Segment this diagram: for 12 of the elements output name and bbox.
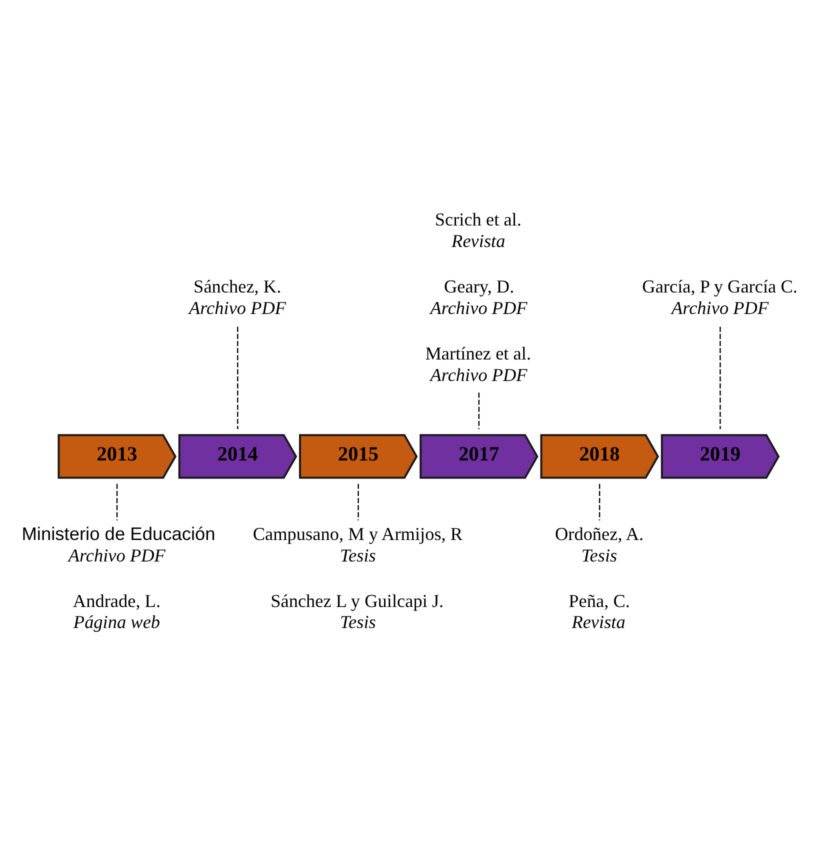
node-text: García, P y García C. Archivo PDF bbox=[642, 276, 798, 318]
node-text: Sánchez, K. Archivo PDF bbox=[189, 276, 286, 318]
node-text: Ordoñez, A. Tesis Peña, C. Revista bbox=[554, 523, 644, 632]
connector bbox=[720, 326, 721, 429]
connector bbox=[478, 392, 480, 429]
node-text: Campusano, M y Armijos, R Tesis Sánchez L y Guilcapi J. Tesis bbox=[252, 523, 463, 632]
connector bbox=[116, 483, 118, 520]
connector bbox=[237, 326, 238, 429]
node-text: Ministerio de Educación Archivo PDF Andrade, L. Página web bbox=[22, 522, 216, 632]
connector bbox=[358, 483, 359, 520]
connector bbox=[598, 483, 600, 520]
node-text: Scrich et al. Revista Geary, D. Archivo PDF Martínez et al. Archivo PDF bbox=[425, 209, 532, 384]
